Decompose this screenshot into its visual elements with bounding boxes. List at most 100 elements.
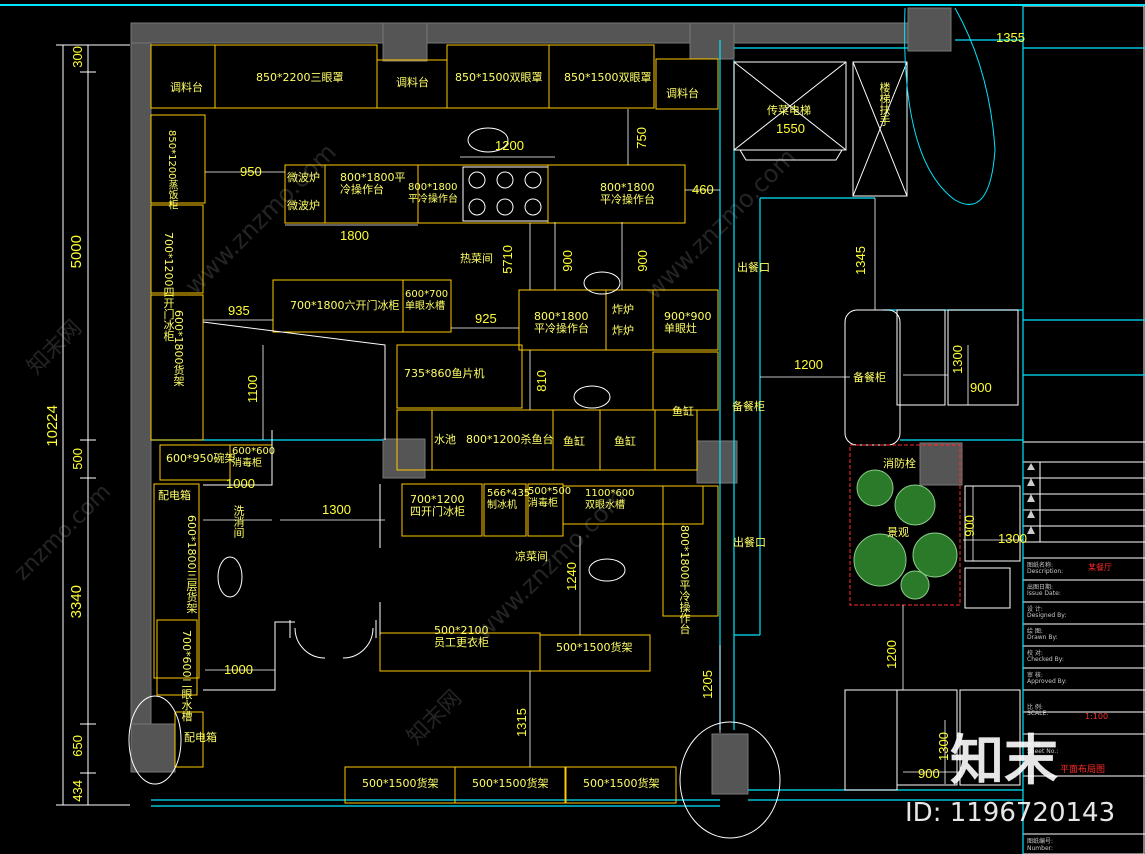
dim-650: 650 — [70, 735, 85, 757]
landscape-planter — [849, 444, 961, 606]
dim-1300b: 1300 — [322, 502, 351, 517]
dim-900e: 900 — [918, 766, 940, 781]
equipment-outlines — [150, 44, 719, 804]
label-hood-2a: 850*1500双眼罩 — [455, 71, 543, 84]
label-prep-cabinet-1: 备餐柜 — [732, 400, 765, 413]
dim-1000b: 1000 — [224, 662, 253, 677]
label-fridge-4door-1: 700*1200四开门冰柜 — [162, 232, 175, 342]
label-hood-2b: 850*1500双眼罩 — [564, 71, 652, 84]
dim-1200a: 1200 — [495, 138, 524, 153]
tb-row-16: 图纸编号: — [1027, 838, 1054, 845]
tb-row-6: 绘 图: — [1027, 628, 1043, 635]
label-cold-bench-5: 800*1800平冷操作台 — [678, 525, 691, 635]
tb-row-4: 设 计: — [1027, 606, 1043, 613]
label-shelf-b2: 500*1500货架 — [472, 777, 549, 790]
label-dumbwaiter: 传菜电梯 — [767, 104, 811, 117]
tb-project: 某餐厅 — [1088, 563, 1112, 572]
dim-3340: 3340 — [68, 585, 85, 619]
dim-5000: 5000 — [68, 235, 85, 269]
dim-900a: 900 — [560, 250, 575, 272]
dim-810: 810 — [534, 370, 549, 392]
dim-900b: 900 — [635, 250, 650, 272]
label-cold-bench-4: 800*1800平冷操作台 — [534, 310, 589, 335]
tb-row-8: 校 对: — [1027, 650, 1043, 657]
dim-1000a: 1000 — [226, 476, 255, 491]
tb-row-10: 审 核: — [1027, 672, 1043, 679]
label-fryer-2: 炸炉 — [612, 324, 634, 337]
tb-row-17: Number: — [1027, 845, 1054, 852]
label-shelf-b1: 500*1500货架 — [362, 777, 439, 790]
tb-row-0: 图纸名称: — [1027, 562, 1054, 569]
dim-434: 434 — [70, 780, 85, 802]
label-fridge-6door: 700*1800六开门冰柜 — [290, 299, 400, 312]
dim-1200b: 1200 — [794, 357, 823, 372]
label-locker: 500*2100员工更衣柜 — [434, 624, 489, 649]
dim-5710: 5710 — [500, 245, 515, 274]
left-dimension-chain — [56, 44, 130, 806]
label-hot-kitchen: 热菜间 — [460, 252, 493, 265]
dim-900d: 900 — [962, 515, 977, 537]
label-seasoning-2: 调料台 — [396, 76, 429, 89]
label-fish-table: 800*1200杀鱼台 — [466, 433, 554, 446]
label-disinfect-1: 600*600消毒柜 — [232, 446, 276, 469]
tb-row-2: 出图日期: — [1027, 584, 1054, 591]
label-serve-exit-2: 出餐口 — [733, 536, 766, 549]
label-microwave-2: 微波炉 — [287, 199, 320, 212]
tb-scale: 1:100 — [1085, 712, 1109, 721]
dim-10224: 10224 — [44, 405, 61, 447]
dim-300: 300 — [70, 46, 85, 68]
warning-triangles — [1027, 463, 1035, 534]
label-landscape: 景观 — [887, 526, 909, 539]
dim-1300a: 1300 — [950, 345, 965, 374]
chef-figures — [217, 127, 626, 598]
label-ice-machine: 566*435制冰机 — [487, 488, 531, 511]
tb-row-1: Description: — [1027, 568, 1064, 575]
interior-dimensions — [203, 109, 1023, 784]
dim-460: 460 — [692, 182, 714, 197]
tb-row-3: Issue Date: — [1027, 590, 1061, 597]
dim-1300c: 1300 — [998, 531, 1027, 546]
dim-1355: 1355 — [996, 30, 1025, 45]
partitions — [128, 309, 1021, 839]
dim-1300d: 1300 — [936, 732, 951, 761]
label-fish-tank-1: 鱼缸 — [563, 435, 585, 448]
tb-row-12: 比 例: — [1027, 704, 1043, 711]
label-dough-machine: 735*860鱼片机 — [404, 367, 485, 380]
dim-1800: 1800 — [340, 228, 369, 243]
dim-1200c: 1200 — [884, 640, 899, 669]
dim-1550: 1550 — [776, 121, 805, 136]
label-cold-bench-2: 800*1800平冷操作台 — [408, 182, 458, 205]
label-sink-600x600: 700*600二眼水槽 — [180, 630, 193, 722]
dim-935: 935 — [228, 303, 250, 318]
watermark-id: ID: 1196720143 — [905, 798, 1116, 828]
tb-row-15: Sheet No.: — [1027, 748, 1059, 755]
label-washing-room: 洗消间 — [232, 505, 245, 538]
dim-1205: 1205 — [700, 670, 715, 699]
label-hood-3: 850*2200三眼罩 — [256, 71, 344, 84]
dim-925: 925 — [475, 311, 497, 326]
label-microwave-1: 微波炉 — [287, 171, 320, 184]
walls — [130, 7, 963, 795]
label-sink-double: 1100*600双眼水槽 — [585, 488, 635, 511]
label-cold-bench-3: 800*1800平冷操作台 — [600, 181, 655, 206]
label-sink-single-1: 600*700单眼水槽 — [405, 289, 449, 312]
label-disinfect-2: 500*500消毒柜 — [528, 486, 572, 509]
tb-row-11: Approved By: — [1027, 678, 1067, 685]
dim-1100: 1100 — [245, 375, 260, 403]
label-dist-box-2: 配电箱 — [184, 731, 217, 744]
tb-row-14: 图 号: — [1027, 742, 1043, 749]
label-shelf-top: 500*1500货架 — [556, 641, 633, 654]
label-rack: 600*950碗架 — [166, 452, 236, 465]
dim-750: 750 — [634, 127, 649, 149]
label-cold-bench-1: 800*1800平冷操作台 — [340, 171, 406, 196]
label-seasoning-3: 调料台 — [666, 87, 699, 100]
label-dist-box-1: 配电箱 — [158, 489, 191, 502]
label-cold-kitchen: 凉菜间 — [515, 550, 548, 563]
dim-1315: 1315 — [514, 708, 529, 737]
dim-950: 950 — [240, 164, 262, 179]
watermark-brand: 知末 — [950, 729, 1058, 792]
dim-900c: 900 — [970, 380, 992, 395]
label-fryer-1: 炸炉 — [612, 303, 634, 316]
